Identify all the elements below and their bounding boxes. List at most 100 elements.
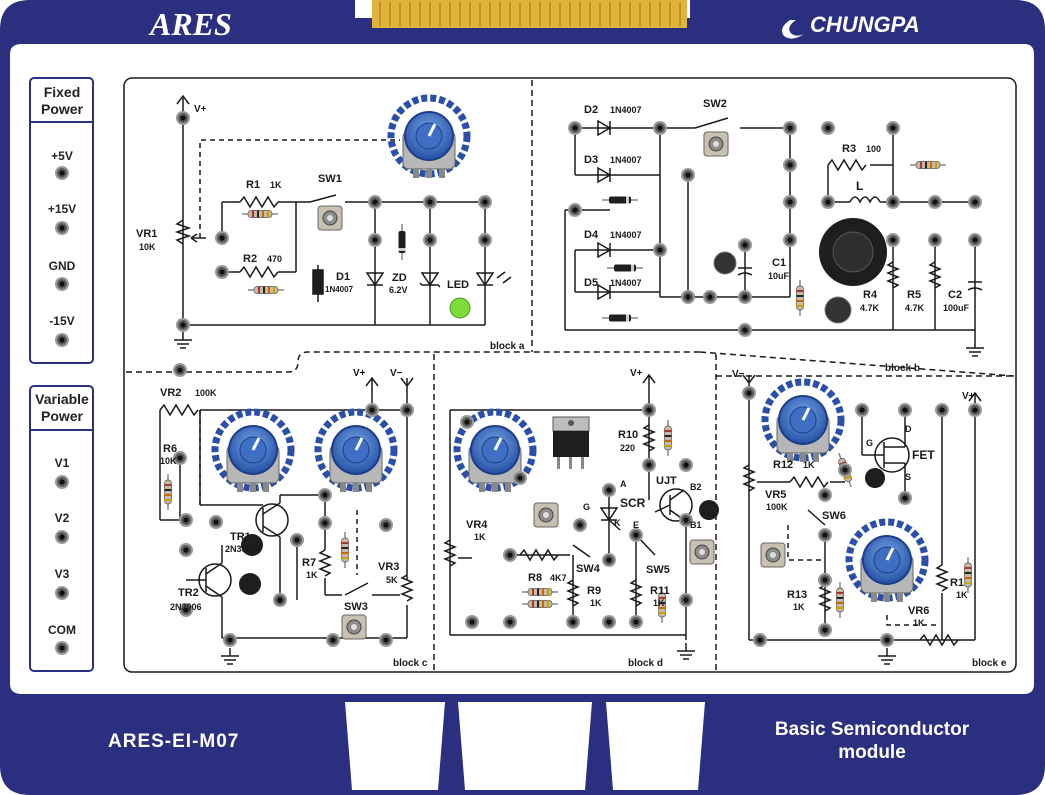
jack-d-9[interactable] <box>602 553 616 567</box>
jack-d-16[interactable] <box>629 615 643 629</box>
jack-d-7[interactable] <box>629 528 643 542</box>
sw1-toggle[interactable] <box>317 205 343 231</box>
jack-b-8[interactable] <box>738 238 752 252</box>
jack-e-vplus[interactable] <box>968 403 982 417</box>
module-title-1: Basic Semiconductor <box>775 719 970 740</box>
jack-b-7[interactable] <box>703 290 717 304</box>
jack-b-13[interactable] <box>783 195 797 209</box>
jack-a-led-top[interactable] <box>478 195 492 209</box>
jack-v3[interactable] <box>55 586 69 600</box>
d3-label: D3 <box>584 154 598 166</box>
jack-d-vplus[interactable] <box>642 403 656 417</box>
jack-a-vplus[interactable] <box>176 111 190 125</box>
jack-c-14[interactable] <box>379 633 393 647</box>
jack-e-8[interactable] <box>818 573 832 587</box>
jack-e-9[interactable] <box>818 623 832 637</box>
jack-gnd[interactable] <box>55 277 69 291</box>
jack-a-gnd[interactable] <box>176 318 190 332</box>
led-label: LED <box>447 279 469 291</box>
jack-a-zd-mid[interactable] <box>423 233 437 247</box>
jack-d-6[interactable] <box>573 518 587 532</box>
jack-e-3[interactable] <box>935 403 949 417</box>
jack-e-5[interactable] <box>898 491 912 505</box>
jack-c-13[interactable] <box>326 633 340 647</box>
jack-e-2[interactable] <box>898 403 912 417</box>
jack-e-vminus[interactable] <box>742 386 756 400</box>
jack-com[interactable] <box>55 641 69 655</box>
tr1-value: 2N3904 <box>225 544 257 554</box>
jack-b-5[interactable] <box>681 168 695 182</box>
jack-d-11[interactable] <box>679 593 693 607</box>
jack-b-20[interactable] <box>928 195 942 209</box>
jack-c-vplus[interactable] <box>365 403 379 417</box>
jack-a-d1-mid[interactable] <box>368 233 382 247</box>
jack-d-1[interactable] <box>642 458 656 472</box>
jack-a-d1-top[interactable] <box>368 195 382 209</box>
jack-e-11[interactable] <box>880 633 894 647</box>
jack-a-r-top[interactable] <box>215 231 229 245</box>
jack-b-4[interactable] <box>653 243 667 257</box>
jack-d-14[interactable] <box>566 615 580 629</box>
jack-b-1[interactable] <box>568 121 582 135</box>
jack-b-9[interactable] <box>738 290 752 304</box>
jack-c-1[interactable] <box>173 363 187 377</box>
jack-c-7[interactable] <box>318 488 332 502</box>
jack-c-11[interactable] <box>273 593 287 607</box>
jack-b-22[interactable] <box>968 195 982 209</box>
jack-b-21[interactable] <box>928 233 942 247</box>
jack-b-19[interactable] <box>886 233 900 247</box>
jack-b-17[interactable] <box>886 121 900 135</box>
jack-e-7[interactable] <box>818 528 832 542</box>
jack-e-4[interactable] <box>838 463 852 477</box>
vplus-d: V+ <box>630 368 643 379</box>
jack-a-led-mid[interactable] <box>478 233 492 247</box>
sw6-toggle[interactable] <box>760 542 786 568</box>
jack-plus15v[interactable] <box>55 221 69 235</box>
jack-minus15v[interactable] <box>55 333 69 347</box>
jack-b-3[interactable] <box>568 203 582 217</box>
jack-e-6[interactable] <box>818 488 832 502</box>
jack-a-r2[interactable] <box>215 265 229 279</box>
jack-b-15[interactable] <box>821 121 835 135</box>
jack-b-16[interactable] <box>821 195 835 209</box>
jack-b-23[interactable] <box>968 233 982 247</box>
jack-c-12[interactable] <box>223 633 237 647</box>
sw2-toggle[interactable] <box>703 131 729 157</box>
jack-b-10[interactable] <box>738 323 752 337</box>
fixed-plus15-label: +15V <box>48 202 76 216</box>
jack-c-4[interactable] <box>209 515 223 529</box>
jack-b-6[interactable] <box>681 290 695 304</box>
jack-c-3[interactable] <box>179 513 193 527</box>
jack-v2[interactable] <box>55 530 69 544</box>
jack-d-15[interactable] <box>602 615 616 629</box>
jack-c-8[interactable] <box>318 516 332 530</box>
brand-ares: ARES <box>148 6 232 42</box>
jack-d-13[interactable] <box>503 615 517 629</box>
jack-c-vminus[interactable] <box>400 403 414 417</box>
jack-d-4[interactable] <box>513 471 527 485</box>
jack-b-2[interactable] <box>653 121 667 135</box>
jack-d-8[interactable] <box>503 548 517 562</box>
sw5-toggle[interactable] <box>689 539 715 565</box>
jack-e-1[interactable] <box>855 403 869 417</box>
jack-d-12[interactable] <box>465 615 479 629</box>
jack-d-3[interactable] <box>460 415 474 429</box>
jack-e-10[interactable] <box>753 633 767 647</box>
jack-c-9[interactable] <box>379 518 393 532</box>
jack-c-5[interactable] <box>290 533 304 547</box>
d2-label: D2 <box>584 104 598 116</box>
jack-plus5v[interactable] <box>55 166 69 180</box>
sw3-toggle[interactable] <box>341 614 367 640</box>
jack-b-12[interactable] <box>783 158 797 172</box>
r1-label: R1 <box>246 179 260 191</box>
jack-b-18[interactable] <box>886 195 900 209</box>
block-b-label: block b <box>885 363 920 374</box>
jack-d-2[interactable] <box>679 458 693 472</box>
jack-a-zd-top[interactable] <box>423 195 437 209</box>
jack-b-11[interactable] <box>783 121 797 135</box>
sw4-toggle[interactable] <box>533 502 559 528</box>
jack-v1[interactable] <box>55 475 69 489</box>
jack-c-6[interactable] <box>179 543 193 557</box>
jack-d-5[interactable] <box>602 483 616 497</box>
jack-b-14[interactable] <box>783 233 797 247</box>
